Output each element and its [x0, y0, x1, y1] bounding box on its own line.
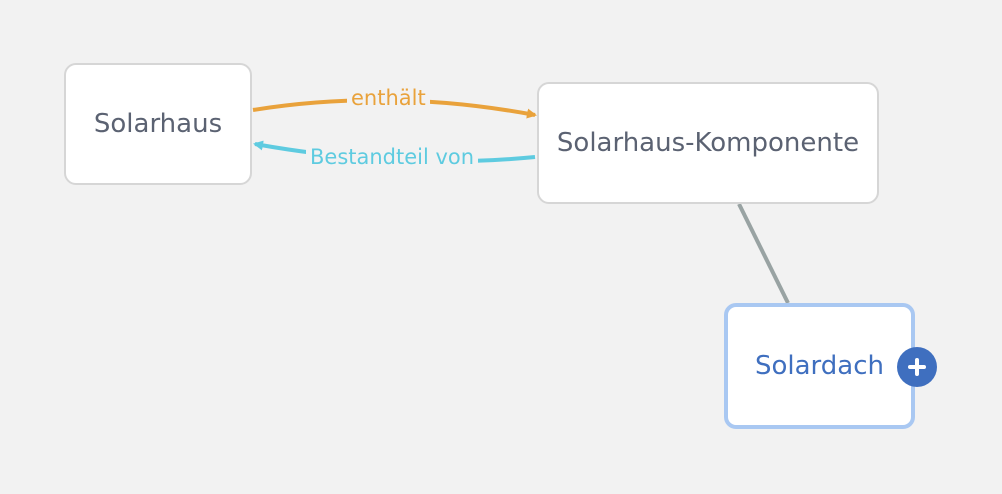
node-label: Solarhaus: [93, 109, 223, 139]
node-solardach[interactable]: Solardach: [724, 303, 915, 429]
edge-label-enthaelt[interactable]: enthält: [347, 86, 430, 110]
edge-hierarchy[interactable]: [737, 203, 790, 304]
node-solarhaus-komponente[interactable]: Solarhaus-Komponente: [537, 82, 879, 204]
node-solarhaus[interactable]: Solarhaus: [64, 63, 252, 185]
node-label: Solardach: [754, 351, 884, 381]
edge-label-bestandteil-von[interactable]: Bestandteil von: [306, 145, 479, 169]
node-label: Solarhaus-Komponente: [556, 128, 860, 158]
add-child-button[interactable]: [897, 347, 937, 387]
